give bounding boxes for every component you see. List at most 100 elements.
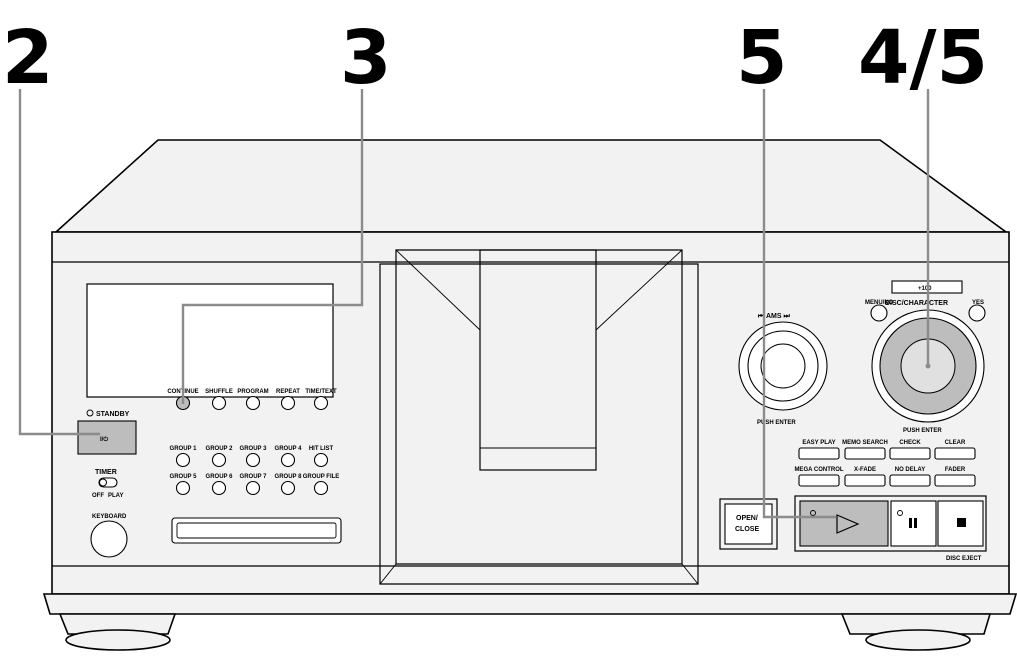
standby-label: STANDBY bbox=[96, 411, 130, 418]
mode-button-program[interactable] bbox=[245, 395, 261, 411]
function-button-no-delay[interactable] bbox=[889, 474, 931, 487]
disc-push-enter: PUSH ENTER bbox=[903, 428, 942, 434]
function-label-no-delay: NO DELAY bbox=[895, 467, 925, 473]
foot-right bbox=[840, 613, 992, 635]
power-button[interactable] bbox=[77, 420, 137, 455]
callout-2: 2 bbox=[2, 15, 54, 101]
mode-label-repeat: REPEAT bbox=[276, 389, 300, 395]
keyboard-jack[interactable] bbox=[90, 520, 128, 558]
player-base bbox=[42, 593, 1017, 615]
mode-button-repeat[interactable] bbox=[280, 395, 296, 411]
timer-off-label: OFF bbox=[92, 493, 104, 499]
open-close-frame bbox=[719, 498, 778, 550]
keyboard-label: KEYBOARD bbox=[92, 514, 127, 520]
function-label-x-fade: X-FADE bbox=[854, 467, 876, 473]
pause-led bbox=[897, 510, 903, 516]
play-button[interactable] bbox=[799, 500, 889, 547]
function-label-memo-search: MEMO SEARCH bbox=[842, 440, 888, 446]
mode-label-group-1: GROUP 1 bbox=[170, 446, 198, 452]
function-button-easy-play[interactable] bbox=[798, 447, 840, 460]
mode-button-shuffle[interactable] bbox=[211, 395, 227, 411]
mode-label-group-file: GROUP FILE bbox=[303, 474, 340, 480]
disc-slot-frame bbox=[171, 517, 342, 544]
disc-slot bbox=[176, 522, 337, 539]
mode-label-group-5: GROUP 5 bbox=[170, 474, 198, 480]
door-corner-bl bbox=[379, 563, 397, 585]
function-label-fader: FADER bbox=[945, 467, 966, 473]
function-label-clear: CLEAR bbox=[945, 440, 966, 446]
function-label-check: CHECK bbox=[899, 440, 921, 446]
play-icon bbox=[836, 514, 860, 534]
mode-label-group-3: GROUP 3 bbox=[240, 446, 268, 452]
stop-icon bbox=[957, 518, 966, 527]
menu-no-button[interactable] bbox=[870, 304, 888, 322]
callout-4-5: 4/5 bbox=[858, 15, 988, 101]
ams-push-enter: PUSH ENTER bbox=[757, 420, 796, 426]
function-button-grid: EASY PLAY MEMO SEARCH CHECK CLEAR MEGA CONTR… bbox=[794, 440, 976, 487]
ams-label: ⏮ AMS ⏭ bbox=[758, 313, 790, 320]
mode-button-group-6[interactable] bbox=[211, 480, 227, 496]
foot-left bbox=[58, 613, 177, 635]
callout-3: 3 bbox=[340, 15, 392, 101]
mode-button-time-text[interactable] bbox=[313, 395, 329, 411]
open-close-label-1: OPEN/ bbox=[736, 515, 758, 522]
menu-no-label: MENU/NO bbox=[865, 300, 894, 306]
door-bevel-left bbox=[395, 249, 481, 331]
mode-label-shuffle: SHUFFLE bbox=[205, 389, 233, 395]
ams-knob-center[interactable] bbox=[760, 343, 806, 389]
pause-icon-bar-right bbox=[914, 518, 917, 528]
leader-line-2 bbox=[18, 89, 100, 436]
mode-button-group-3[interactable] bbox=[245, 452, 261, 468]
open-close-label-2: CLOSE bbox=[735, 526, 759, 533]
leader-line-3 bbox=[181, 89, 364, 404]
timer-label: TIMER bbox=[95, 469, 117, 476]
door-handle-recess[interactable] bbox=[479, 249, 597, 471]
pause-icon-bar-left bbox=[909, 518, 912, 528]
function-label-easy-play: EASY PLAY bbox=[802, 440, 835, 446]
stop-button[interactable] bbox=[937, 500, 984, 547]
callout-5: 5 bbox=[736, 15, 788, 101]
play-led bbox=[810, 510, 816, 516]
mode-button-group-1[interactable] bbox=[175, 452, 191, 468]
door-bevel-right bbox=[595, 249, 683, 331]
mode-label-group-6: GROUP 6 bbox=[206, 474, 234, 480]
mode-label-group-4: GROUP 4 bbox=[275, 446, 303, 452]
function-button-x-fade[interactable] bbox=[844, 474, 886, 487]
display-window bbox=[86, 283, 334, 398]
disc-eject-label: DISC EJECT bbox=[946, 556, 982, 562]
mode-button-group-file[interactable] bbox=[313, 480, 329, 496]
power-glyph: I/⏻ bbox=[100, 436, 108, 443]
foot-left-pad bbox=[65, 629, 171, 651]
function-button-clear[interactable] bbox=[934, 447, 976, 460]
yes-button[interactable] bbox=[968, 304, 986, 322]
function-button-memo-search[interactable] bbox=[844, 447, 886, 460]
mode-label-group-8: GROUP 8 bbox=[275, 474, 303, 480]
mode-label-time-text: TIME/TEXT bbox=[305, 389, 337, 395]
mode-label-hit-list: HIT LIST bbox=[309, 446, 334, 452]
timer-switch-knob bbox=[99, 478, 107, 487]
mode-label-group-7: GROUP 7 bbox=[240, 474, 268, 480]
disc-character-label: DISC/CHARACTER bbox=[885, 300, 948, 307]
function-button-check[interactable] bbox=[889, 447, 931, 460]
leader-line-5 bbox=[762, 89, 836, 519]
yes-label: YES bbox=[972, 300, 984, 306]
function-button-fader[interactable] bbox=[934, 474, 976, 487]
mode-button-hit-list[interactable] bbox=[313, 452, 329, 468]
mode-button-group-2[interactable] bbox=[211, 452, 227, 468]
function-label-mega-control: MEGA CONTROL bbox=[794, 467, 843, 473]
timer-play-label: PLAY bbox=[108, 493, 123, 499]
plus100-label: +100 bbox=[918, 286, 932, 292]
mode-label-program: PROGRAM bbox=[237, 389, 268, 395]
foot-right-pad bbox=[865, 629, 971, 651]
transport-frame bbox=[794, 495, 987, 552]
mode-button-group-4[interactable] bbox=[280, 452, 296, 468]
player-top bbox=[53, 139, 1009, 233]
pause-button[interactable] bbox=[890, 500, 937, 547]
mode-button-group-7[interactable] bbox=[245, 480, 261, 496]
mode-button-group-5[interactable] bbox=[175, 480, 191, 496]
function-button-mega-control[interactable] bbox=[798, 474, 840, 487]
standby-led bbox=[86, 409, 94, 417]
mode-button-group-8[interactable] bbox=[280, 480, 296, 496]
